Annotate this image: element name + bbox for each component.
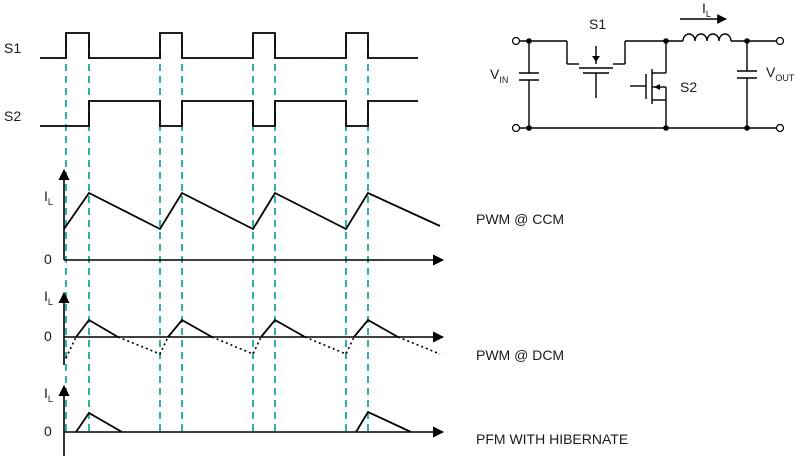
pfm-panel: IL 0 PFM WITH HIBERNATE xyxy=(44,384,628,456)
s1-switch xyxy=(566,41,626,98)
s1-waveform xyxy=(40,32,418,59)
mode-label-ccm: PWM @ CCM xyxy=(476,211,564,227)
timing-guides xyxy=(65,40,369,432)
vin-terminal-bottom xyxy=(511,123,521,133)
ccm-panel: IL 0 PWM @ CCM xyxy=(44,168,564,267)
ccm-inductor-current xyxy=(63,191,441,231)
vout-label: VOUT xyxy=(766,64,795,83)
mode-label-dcm: PWM @ DCM xyxy=(476,347,564,363)
input-capacitor xyxy=(519,41,539,128)
dcm-zero-label: 0 xyxy=(44,328,52,344)
mode-label-pfm: PFM WITH HIBERNATE xyxy=(476,431,628,447)
s1-signal-label: S1 xyxy=(4,40,21,56)
s2-switch-label: S2 xyxy=(680,79,697,95)
buck-schematic: VIN S1 S2 xyxy=(490,0,795,133)
dcm-inductor-current xyxy=(75,318,119,338)
il-circuit-label: IL xyxy=(702,0,711,19)
output-capacitor xyxy=(737,41,757,128)
ccm-zero-label: 0 xyxy=(44,251,52,267)
pfm-zero-label: 0 xyxy=(44,423,52,439)
vout-terminal-top xyxy=(775,36,785,46)
vin-label: VIN xyxy=(490,66,508,85)
pfm-il-label: IL xyxy=(44,385,53,404)
dcm-panel: IL 0 PWM @ DCM xyxy=(44,288,564,365)
pfm-inductor-current xyxy=(75,411,123,433)
vin-terminal-top xyxy=(511,36,521,46)
s2-signal-label: S2 xyxy=(4,108,21,124)
s2-mosfet xyxy=(630,41,667,128)
vout-terminal-bottom xyxy=(775,123,785,133)
s2-waveform xyxy=(40,100,418,127)
s1-switch-label: S1 xyxy=(589,16,606,32)
inductor xyxy=(682,33,732,42)
dcm-il-label: IL xyxy=(44,288,53,307)
ccm-il-label: IL xyxy=(44,188,53,207)
dcm-negative-segments xyxy=(65,336,77,359)
